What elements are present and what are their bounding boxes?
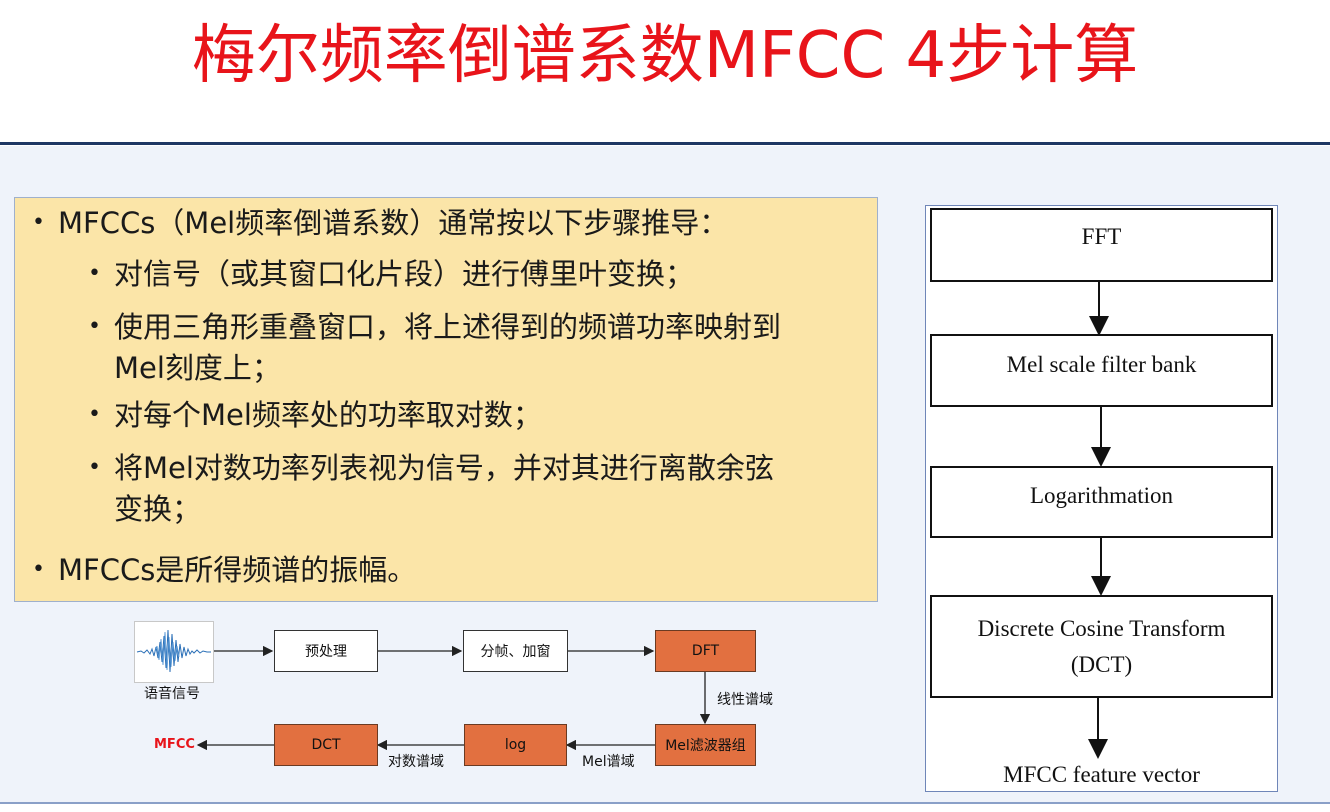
bullet-text: 使用三角形重叠窗口，将上述得到的频谱功率映射到 (114, 310, 782, 344)
output-label: MFCC feature vector (1003, 762, 1200, 787)
dct-label-line2: (DCT) (1070, 652, 1133, 677)
title-divider (0, 142, 1330, 145)
bullet-continuation: 变换； (114, 492, 202, 526)
bullet-item: • MFCCs是所得频谱的振幅。 (32, 548, 417, 592)
bullet-continuation: Mel刻度上； (114, 351, 281, 385)
bullet-dot-icon: • (32, 210, 45, 235)
bullet-text: 对信号（或其窗口化片段）进行傅里叶变换； (114, 257, 695, 291)
mel-spectrum-label: Mel谱域 (582, 754, 635, 770)
dct-box: DCT (274, 724, 378, 766)
waveform-image (134, 621, 214, 683)
fft-box: FFT (930, 208, 1273, 282)
log-spectrum-label: 对数谱域 (388, 754, 444, 770)
bullet-box (14, 197, 878, 602)
framing-box: 分帧、加窗 (463, 630, 568, 672)
page-title: 梅尔频率倒谱系数MFCC 4步计算 (191, 19, 1139, 93)
mfcc-output-label: MFCC (154, 737, 195, 752)
fft-label: FFT (1081, 224, 1122, 249)
bullet-text: 对每个Mel频率处的功率取对数； (114, 398, 542, 432)
bullet-dot-icon: • (32, 557, 45, 582)
sub-bullet-item: • 使用三角形重叠窗口，将上述得到的频谱功率映射到 (88, 305, 782, 349)
waveform-icon (136, 629, 211, 673)
sub-bullet-item: • 对信号（或其窗口化片段）进行傅里叶变换； (88, 252, 695, 296)
bullet-dot-icon: • (88, 402, 101, 427)
mel-bank-label: Mel scale filter bank (1006, 352, 1197, 377)
bullet-dot-icon: • (88, 455, 101, 480)
bullet-text: MFCCs是所得频谱的振幅。 (58, 553, 417, 587)
log-label: Logarithmation (1029, 483, 1174, 508)
log-box-flow: Logarithmation (930, 466, 1273, 538)
bullet-dot-icon: • (88, 261, 101, 286)
sub-bullet-item: • 对每个Mel频率处的功率取对数； (88, 393, 542, 437)
bullet-text: 将Mel对数功率列表视为信号，并对其进行离散余弦 (114, 451, 774, 485)
dct-box-flow: Discrete Cosine Transform (DCT) (930, 595, 1273, 698)
log-box: log (464, 724, 567, 766)
dft-box: DFT (655, 630, 756, 672)
sub-bullet-item: • 将Mel对数功率列表视为信号，并对其进行离散余弦 (88, 446, 774, 490)
preprocess-box: 预处理 (274, 630, 378, 672)
bullet-item: • MFCCs（Mel频率倒谱系数）通常按以下步骤推导： (32, 201, 729, 245)
bullet-dot-icon: • (88, 314, 101, 339)
mel-bank-box: Mel scale filter bank (930, 334, 1273, 407)
dct-label-line1: Discrete Cosine Transform (977, 616, 1226, 641)
mel-filter-box: Mel滤波器组 (655, 724, 756, 766)
signal-label: 语音信号 (144, 686, 200, 702)
linear-spectrum-label: 线性谱域 (717, 692, 773, 708)
bottom-divider (0, 802, 1330, 804)
bullet-text: MFCCs（Mel频率倒谱系数）通常按以下步骤推导： (58, 206, 729, 240)
